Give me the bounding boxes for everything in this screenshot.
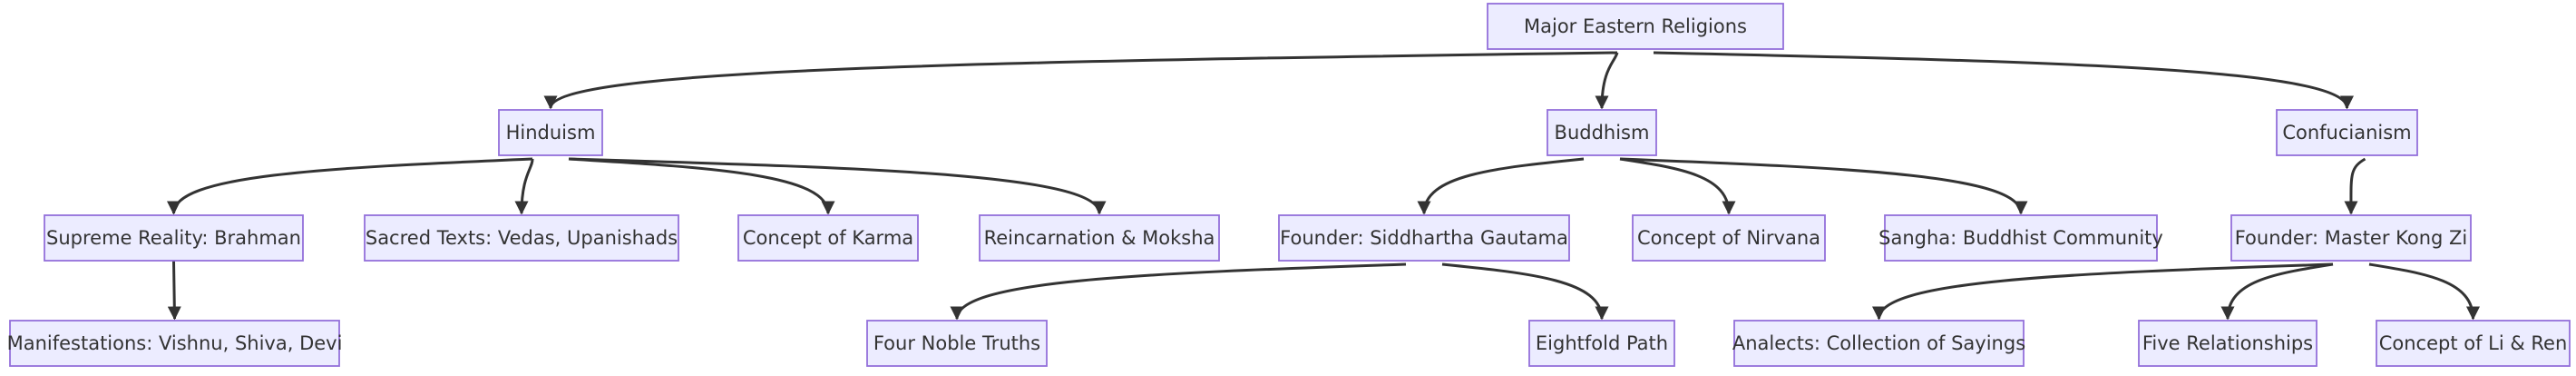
edge-hinduism-to-brahman (167, 157, 533, 215)
node-eightfold: Eightfold Path (1528, 320, 1675, 367)
node-kong-zi: Founder: Master Kong Zi (2230, 214, 2472, 262)
node-relationships: Five Relationships (2138, 320, 2317, 367)
edge-brahman-to-manifestations (167, 260, 181, 321)
node-box (1547, 109, 1657, 156)
edges (167, 51, 2480, 321)
edge-hinduism-to-sacred_texts (514, 158, 534, 215)
node-sangha: Sangha: Buddhist Community (1878, 214, 2163, 262)
node-brahman: Supreme Reality: Brahman (44, 214, 304, 262)
node-box (364, 214, 679, 262)
node-label: Five Relationships (2142, 332, 2313, 354)
edge-buddhism-to-siddhartha (1417, 157, 1585, 215)
node-box (2230, 214, 2472, 262)
node-label: Sangha: Buddhist Community (1878, 227, 2163, 249)
node-box (979, 214, 1220, 262)
node-label: Founder: Siddhartha Gautama (1280, 227, 1568, 249)
node-siddhartha: Founder: Siddhartha Gautama (1278, 214, 1570, 262)
node-box (1632, 214, 1826, 262)
node-box (2276, 109, 2418, 156)
node-label: Hinduism (506, 122, 596, 143)
node-manifestations: Manifestations: Vishnu, Shiva, Devi (7, 320, 343, 367)
edge-root-to-confucianism (1653, 51, 2354, 110)
node-box (2138, 320, 2317, 367)
node-karma: Concept of Karma (737, 214, 919, 262)
node-noble-truths: Four Noble Truths (866, 320, 1048, 367)
node-box (737, 214, 919, 262)
node-root: Major Eastern Religions (1487, 3, 1784, 50)
edge-kong_zi-to-analects (1872, 262, 2334, 321)
edge-kong_zi-to-relationships (2220, 262, 2334, 321)
node-label: Reincarnation & Moksha (984, 227, 1215, 249)
edge-confucianism-to-kong_zi (2344, 157, 2366, 215)
edge-hinduism-to-reincarnation (568, 157, 1107, 215)
node-label: Analects: Collection of Sayings (1732, 332, 2025, 354)
edge-siddhartha-to-eightfold (1441, 262, 1609, 321)
edge-buddhism-to-sangha (1619, 157, 2028, 215)
node-label: Concept of Karma (743, 227, 913, 249)
node-hinduism: Hinduism (498, 109, 603, 156)
edge-siddhartha-to-noble_truths (950, 262, 1407, 321)
node-label: Sacred Texts: Vedas, Upanishads (366, 227, 678, 249)
node-box (9, 320, 340, 367)
edge-hinduism-to-karma (568, 157, 835, 215)
node-label: Supreme Reality: Brahman (46, 227, 301, 249)
node-label: Eightfold Path (1536, 332, 1668, 354)
edge-kong_zi-to-li_ren (2368, 262, 2480, 321)
node-box (1487, 3, 1784, 50)
node-box (44, 214, 304, 262)
node-box (1278, 214, 1570, 262)
node-label: Concept of Nirvana (1637, 227, 1820, 249)
node-label: Major Eastern Religions (1524, 15, 1747, 37)
node-sacred-texts: Sacred Texts: Vedas, Upanishads (364, 214, 679, 262)
node-box (1884, 214, 2158, 262)
node-li-ren: Concept of Li & Ren (2376, 320, 2571, 367)
node-label: Founder: Master Kong Zi (2235, 227, 2468, 249)
node-box (498, 109, 603, 156)
node-box (866, 320, 1048, 367)
node-confucianism: Confucianism (2276, 109, 2418, 156)
node-analects: Analects: Collection of Sayings (1732, 320, 2025, 367)
node-box (1528, 320, 1675, 367)
edge-buddhism-to-nirvana (1619, 157, 1736, 215)
node-nirvana: Concept of Nirvana (1632, 214, 1826, 262)
edge-root-to-hinduism (543, 51, 1618, 110)
node-label: Buddhism (1555, 122, 1650, 143)
node-label: Four Noble Truths (873, 332, 1040, 354)
node-reincarnation: Reincarnation & Moksha (979, 214, 1220, 262)
node-label: Concept of Li & Ren (2379, 332, 2568, 354)
edge-root-to-buddhism (1595, 52, 1619, 110)
node-label: Manifestations: Vishnu, Shiva, Devi (7, 332, 343, 354)
node-label: Confucianism (2282, 122, 2411, 143)
node-box (1733, 320, 2025, 367)
node-box (2376, 320, 2571, 367)
node-buddhism: Buddhism (1547, 109, 1657, 156)
